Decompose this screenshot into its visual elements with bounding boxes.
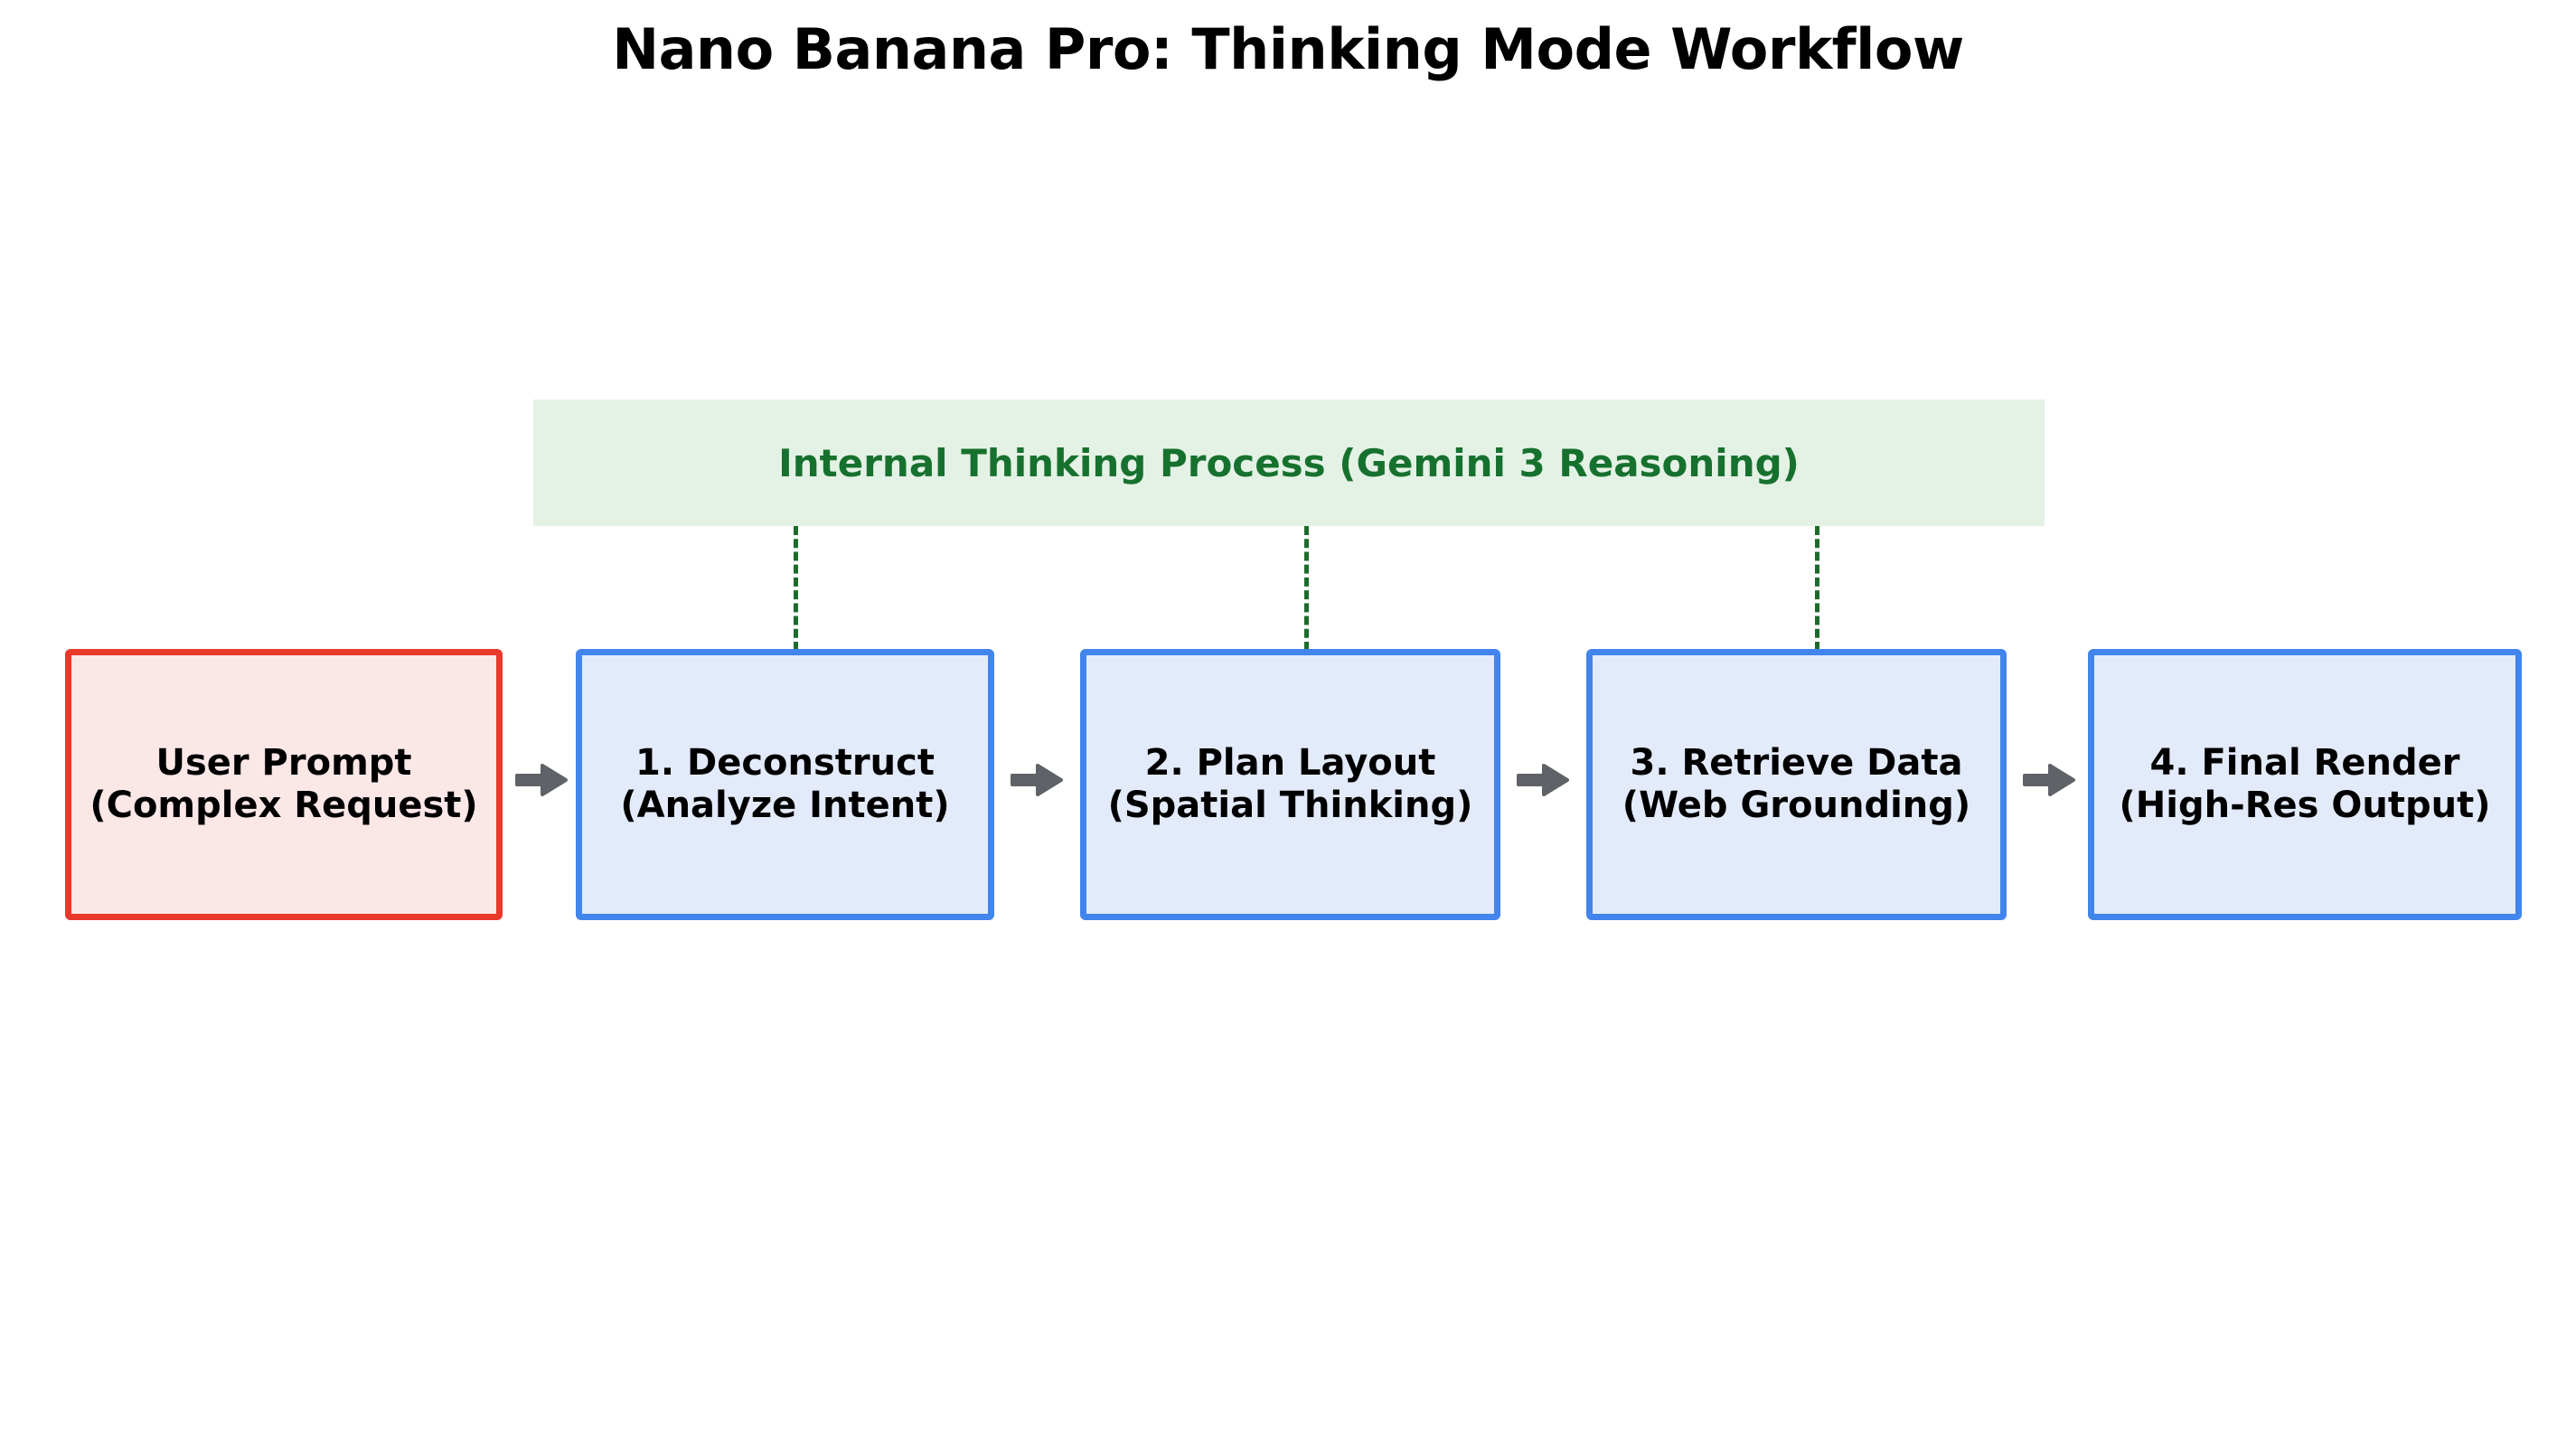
arrow-right-icon-plan-layout-to-retrieve-data (1517, 764, 1569, 796)
node-final-render-line1: 4. Final Render (2149, 741, 2460, 784)
node-deconstruct-line2: (Analyze Intent) (620, 785, 950, 826)
arrow-right-icon-user-prompt-to-deconstruct (515, 764, 568, 796)
node-final-render-line2: (High-Res Output) (2119, 785, 2491, 826)
thinking-connector-retrieve-data (1815, 526, 1819, 651)
node-plan-layout-line2: (Spatial Thinking) (1107, 785, 1473, 826)
node-retrieve-data-line1: 3. Retrieve Data (1630, 741, 1963, 784)
node-retrieve-data[interactable]: 3. Retrieve Data (Web Grounding) (1586, 649, 2007, 920)
arrow-right-icon-deconstruct-to-plan-layout (1011, 764, 1063, 796)
node-plan-layout-line1: 2. Plan Layout (1144, 741, 1436, 784)
node-deconstruct-line1: 1. Deconstruct (635, 741, 935, 784)
internal-thinking-banner: Internal Thinking Process (Gemini 3 Reas… (533, 400, 2045, 526)
thinking-connector-plan-layout (1304, 526, 1309, 651)
internal-thinking-banner-label: Internal Thinking Process (Gemini 3 Reas… (778, 440, 1800, 485)
node-user-prompt-line2: (Complex Request) (89, 785, 478, 826)
arrow-right-icon-retrieve-data-to-final-render (2023, 764, 2075, 796)
node-deconstruct[interactable]: 1. Deconstruct (Analyze Intent) (576, 649, 994, 920)
node-plan-layout[interactable]: 2. Plan Layout (Spatial Thinking) (1080, 649, 1500, 920)
node-user-prompt-line1: User Prompt (155, 741, 412, 784)
node-final-render[interactable]: 4. Final Render (High-Res Output) (2088, 649, 2522, 920)
node-user-prompt[interactable]: User Prompt (Complex Request) (65, 649, 503, 920)
thinking-connector-deconstruct (794, 526, 798, 651)
node-retrieve-data-line2: (Web Grounding) (1622, 785, 1971, 826)
page-title: Nano Banana Pro: Thinking Mode Workflow (612, 16, 1964, 82)
